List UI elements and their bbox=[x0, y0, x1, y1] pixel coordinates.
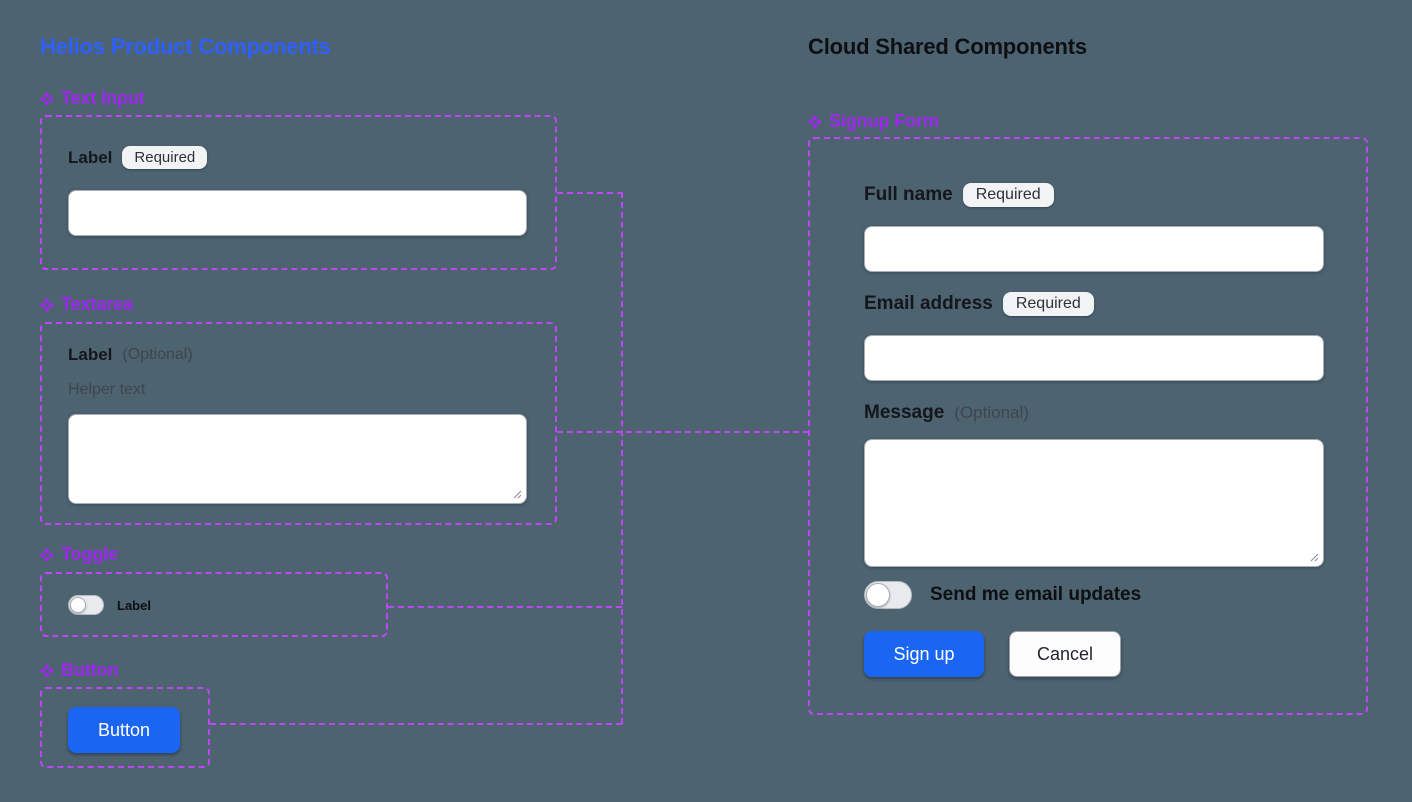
component-label-signup-form: Signup Form bbox=[808, 111, 939, 132]
signup-form-frame: Full name Required Email address Require… bbox=[808, 137, 1368, 715]
component-label-text-input: Text Input bbox=[40, 88, 145, 109]
left-panel-title: Helios Product Components bbox=[40, 34, 331, 59]
component-label-toggle: Toggle bbox=[40, 544, 118, 565]
component-icon bbox=[808, 114, 822, 129]
component-icon bbox=[40, 663, 54, 678]
optional-hint: (Optional) bbox=[954, 403, 1029, 422]
optional-hint: (Optional) bbox=[122, 346, 193, 363]
textarea-label: Label bbox=[68, 345, 113, 364]
required-badge: Required bbox=[1002, 292, 1094, 316]
email-updates-toggle[interactable] bbox=[864, 581, 912, 609]
toggle-switch[interactable] bbox=[68, 595, 104, 615]
connector-spine bbox=[621, 192, 623, 724]
textarea-field-box bbox=[68, 414, 527, 504]
message-field-box bbox=[864, 439, 1324, 567]
component-label-textarea: Textarea bbox=[40, 294, 133, 315]
email-input[interactable] bbox=[864, 335, 1324, 381]
cancel-button[interactable]: Cancel bbox=[1009, 631, 1121, 677]
connector-text-input-to-spine bbox=[557, 192, 623, 194]
sign-up-button[interactable]: Sign up bbox=[864, 631, 984, 677]
full-name-label: Full name bbox=[864, 184, 953, 205]
message-textarea[interactable] bbox=[865, 440, 1323, 566]
connector-toggle-to-spine bbox=[388, 606, 622, 608]
connector-button-to-spine bbox=[210, 723, 622, 725]
toggle-knob bbox=[70, 597, 86, 613]
component-name: Text Input bbox=[61, 88, 145, 108]
textarea-component-frame: Label (Optional) Helper text bbox=[40, 322, 557, 525]
connector-textarea-to-form bbox=[557, 431, 809, 433]
helper-text: Helper text bbox=[68, 381, 146, 398]
component-name: Button bbox=[61, 660, 119, 680]
component-name: Toggle bbox=[61, 544, 119, 564]
full-name-input[interactable] bbox=[864, 226, 1324, 272]
component-icon bbox=[40, 547, 54, 562]
toggle-knob bbox=[866, 583, 890, 607]
message-label: Message bbox=[864, 402, 945, 423]
toggle-label: Label bbox=[117, 597, 151, 613]
required-badge: Required bbox=[122, 146, 208, 169]
required-badge: Required bbox=[962, 183, 1054, 207]
component-label-button: Button bbox=[40, 660, 118, 681]
right-panel-title: Cloud Shared Components bbox=[808, 34, 1087, 59]
email-label: Email address bbox=[864, 293, 993, 314]
component-name: Signup Form bbox=[829, 111, 939, 131]
button-component-frame: Button bbox=[40, 687, 210, 768]
sample-button[interactable]: Button bbox=[68, 707, 180, 753]
text-input-component-frame: Label Required bbox=[40, 115, 557, 270]
component-name: Textarea bbox=[61, 294, 133, 314]
email-updates-label: Send me email updates bbox=[930, 584, 1142, 605]
text-input-field[interactable] bbox=[68, 190, 527, 236]
toggle-component-frame: Label bbox=[40, 572, 388, 637]
component-icon bbox=[40, 91, 54, 106]
textarea-field[interactable] bbox=[69, 415, 526, 503]
component-icon bbox=[40, 297, 54, 312]
text-input-label: Label bbox=[68, 147, 113, 167]
